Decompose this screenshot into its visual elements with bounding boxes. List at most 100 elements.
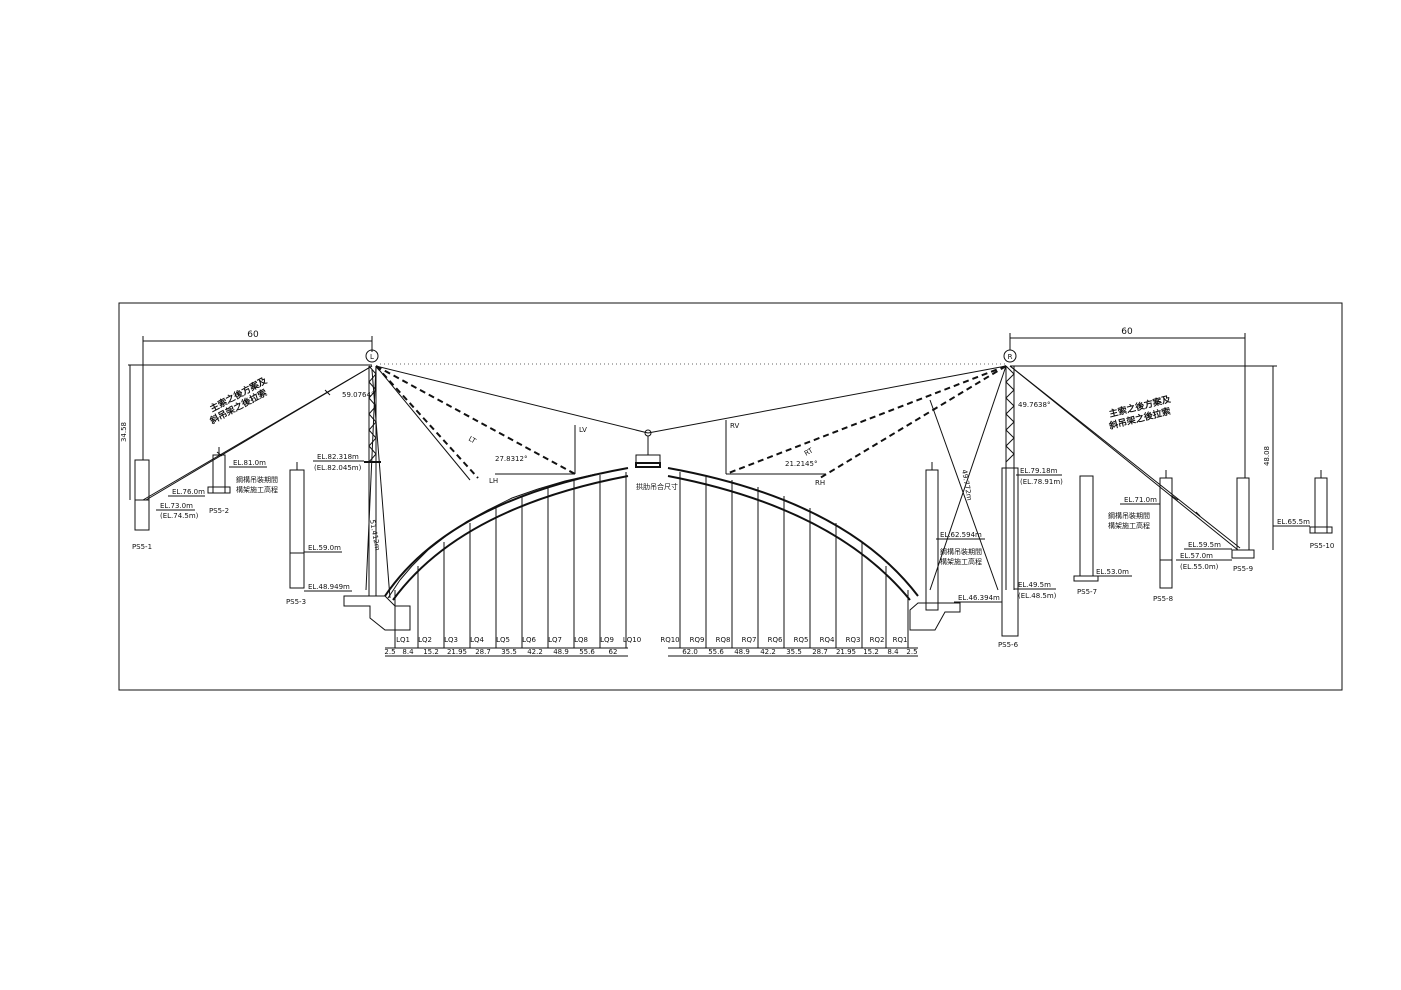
tower-right-marker — [1003, 349, 1017, 363]
segment-dim: 55.6 — [579, 648, 595, 656]
segment-label: RQ6 — [768, 636, 783, 644]
elevation: EL.76.0m — [172, 488, 205, 496]
pier-ps5-10: PS5-10 — [1309, 470, 1335, 550]
segment-label: LQ10 — [623, 636, 641, 644]
main-cable — [375, 365, 1007, 434]
segment-label: LQ3 — [444, 636, 458, 644]
arch-rib-left — [384, 467, 629, 601]
stay-cables-right: RT 21.2145° 49.772m RH RV — [725, 365, 1007, 591]
note-winch-right: 鋼構吊裝期間 構架施工高程 — [1108, 511, 1150, 530]
elevation: EL.49.5m — [1018, 581, 1051, 589]
pier-ps5-1: PS5-1 — [132, 459, 152, 551]
segment-dim: 15.2 — [863, 648, 879, 656]
angle-backstay-right: 49.7638° — [1018, 401, 1050, 409]
elevation-labels: EL.81.0m EL.76.0m EL.73.0m (EL.74.5m) EL… — [156, 453, 1310, 603]
stay-cables-left: LT 27.8312° 51.412m LH LV — [365, 365, 587, 599]
segment-label: RQ2 — [870, 636, 885, 644]
svg-text:構架施工高程: 構架施工高程 — [236, 485, 278, 494]
backstay-right: 49.7638° — [1009, 365, 1241, 551]
segment-dim: 28.7 — [812, 648, 828, 656]
segment-label: RQ4 — [820, 636, 835, 644]
segment-dim: 2.5 — [906, 648, 917, 656]
pier-label: PS5-1 — [132, 543, 152, 551]
segment-dim: 21.95 — [447, 648, 467, 656]
height-right-label: 48.08 — [1263, 446, 1271, 466]
pier-ps5-2: PS5-2 — [207, 447, 231, 515]
note-backstay-left: 主索之後方案及 斜吊架之後拉索 — [207, 374, 270, 427]
rh-label: RH — [815, 479, 825, 487]
segment-label: LQ1 — [396, 636, 410, 644]
note-winch-mid: 鋼構吊裝期間 構架施工高程 — [940, 547, 982, 566]
hangers — [394, 472, 909, 648]
segment-dim: 2.5 — [384, 648, 395, 656]
pier-label: PS5-2 — [209, 507, 229, 515]
note-winch-left: 鋼構吊裝期間 構架施工高程 — [236, 475, 278, 494]
segment-dim: 35.5 — [786, 648, 802, 656]
tower-left-label: L — [370, 353, 374, 361]
segment-label: LQ8 — [574, 636, 588, 644]
segment-dim: 8.4 — [887, 648, 899, 656]
elevation: EL.48.949m — [308, 583, 350, 591]
elevation: EL.59.0m — [308, 544, 341, 552]
elevation: EL.71.0m — [1124, 496, 1157, 504]
elevation: EL.73.0m — [160, 502, 193, 510]
segment-dim: 28.7 — [475, 648, 491, 656]
elevation: EL.65.5m — [1277, 518, 1310, 526]
segment-dim: 15.2 — [423, 648, 439, 656]
segment-label: LQ4 — [470, 636, 484, 644]
span-left-label: 60 — [247, 330, 259, 340]
svg-text:鋼構吊裝期間: 鋼構吊裝期間 — [236, 475, 278, 484]
note-backstay-right: 主索之後方案及 斜吊架之後拉索 — [1107, 393, 1173, 432]
pier-ps5-3: PS5-3 — [286, 462, 306, 606]
span-dimension-right: 60 — [1009, 327, 1246, 478]
segment-dim: 48.9 — [553, 648, 569, 656]
elevation: (EL.82.045m) — [314, 464, 362, 472]
height-dimension-right: 48.08 — [1010, 365, 1277, 550]
segment-dim: 42.2 — [527, 648, 543, 656]
elevation: EL.82.318m — [317, 453, 359, 461]
segment-label: LQ9 — [600, 636, 614, 644]
rv-label: RV — [730, 422, 739, 430]
pier-label: PS5-6 — [998, 641, 1019, 649]
svg-text:鋼構吊裝期間: 鋼構吊裝期間 — [940, 547, 982, 556]
segment-label: LQ6 — [522, 636, 536, 644]
closure-lift: 拱肋吊合尺寸 — [635, 429, 678, 491]
pier-ps5-8: PS5-8 — [1153, 470, 1173, 603]
svg-text:鋼構吊裝期間: 鋼構吊裝期間 — [1108, 511, 1150, 520]
cable-right-label: RT — [803, 446, 815, 458]
segment-table-left: LQ1 LQ2 LQ3 LQ4 LQ5 LQ6 LQ7 LQ8 LQ9 LQ10… — [384, 636, 641, 657]
segment-label: RQ7 — [742, 636, 757, 644]
angle-left: 27.8312° — [495, 455, 527, 463]
tower-right-label: R — [1008, 353, 1013, 361]
elevation: (EL.78.91m) — [1020, 478, 1063, 486]
length-left: 51.412m — [368, 519, 381, 551]
elevation: EL.46.394m — [958, 594, 1000, 602]
elevation: EL.62.594m — [940, 531, 982, 539]
segment-label: RQ10 — [660, 636, 679, 644]
segment-dim: 48.9 — [734, 648, 750, 656]
height-left-label: 34.58 — [120, 422, 128, 442]
segment-label: RQ9 — [690, 636, 705, 644]
span-right-label: 60 — [1121, 327, 1133, 337]
pier-label: PS5-9 — [1233, 565, 1253, 573]
abutment-right — [909, 602, 961, 631]
height-dimension-left: 34.58 — [120, 364, 372, 500]
segment-label: LQ7 — [548, 636, 562, 644]
elevation: (EL.55.0m) — [1180, 563, 1219, 571]
pier-label: PS5-7 — [1077, 588, 1097, 596]
drawing-frame — [118, 302, 1343, 691]
elevation: (EL.48.5m) — [1018, 592, 1057, 600]
segment-dim: 55.6 — [708, 648, 724, 656]
pier-label: PS5-10 — [1310, 542, 1335, 550]
abutment-left — [343, 595, 411, 631]
pier-ps5-7: PS5-7 — [1073, 475, 1099, 596]
svg-text:構架施工高程: 構架施工高程 — [1108, 521, 1150, 530]
segment-dim: 62 — [609, 648, 618, 656]
pier-ps5-9: PS5-9 — [1231, 477, 1255, 573]
pier-label: PS5-3 — [286, 598, 306, 606]
cable-left-label: LT — [467, 435, 478, 446]
segment-dim: 42.2 — [760, 648, 776, 656]
angle-backstay-left: 59.0764° — [342, 391, 374, 399]
segment-label: RQ1 — [893, 636, 908, 644]
elevation: EL.59.5m — [1188, 541, 1221, 549]
